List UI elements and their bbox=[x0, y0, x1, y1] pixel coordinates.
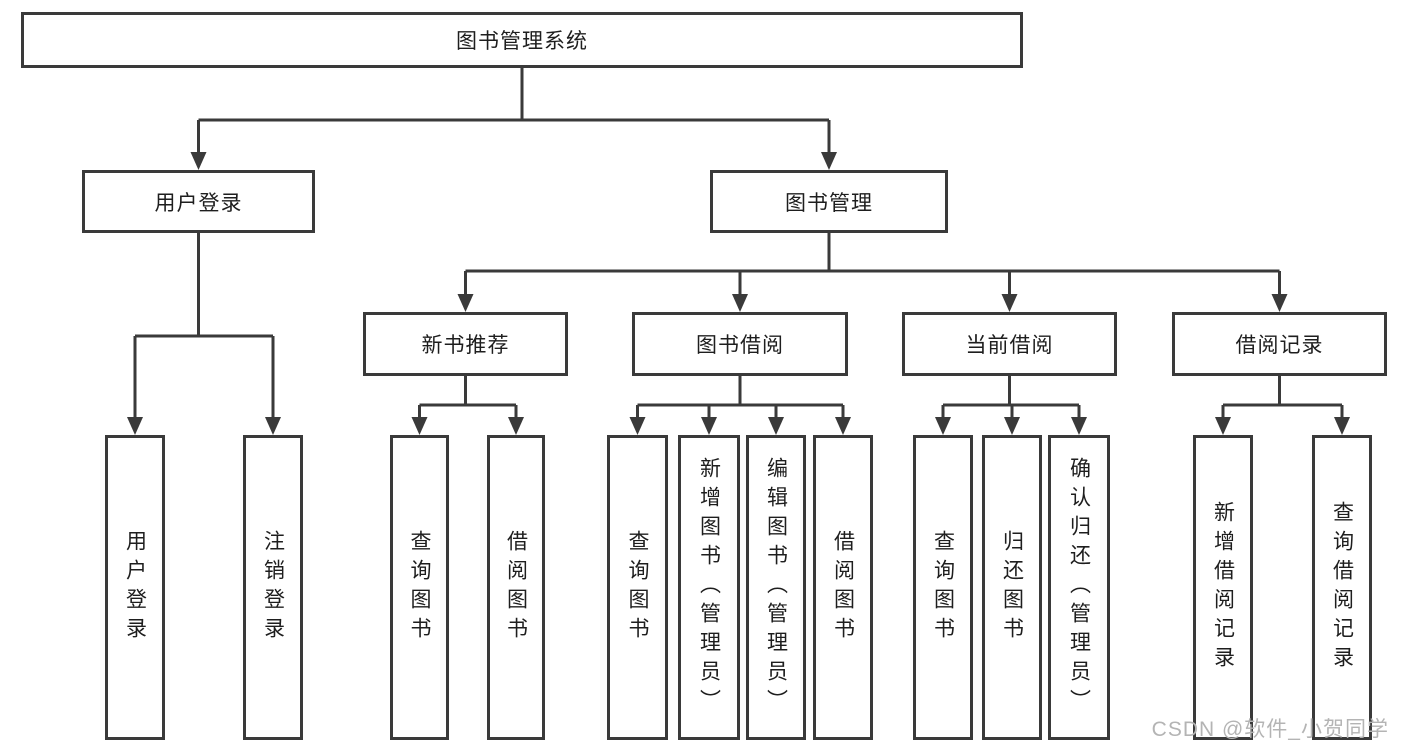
arrowhead bbox=[411, 417, 428, 435]
node-label: 新书推荐 bbox=[421, 334, 510, 357]
node-label: 查询图书 bbox=[931, 529, 955, 646]
node-label: 新增借阅记录 bbox=[1211, 500, 1235, 675]
arrowhead bbox=[732, 294, 748, 312]
node-nr-borrow: 借阅图书 bbox=[487, 435, 545, 740]
arrowhead bbox=[508, 417, 524, 435]
arrowhead bbox=[701, 417, 717, 435]
arrowhead bbox=[1071, 417, 1087, 435]
arrowhead bbox=[821, 152, 837, 170]
arrowhead bbox=[1334, 417, 1350, 435]
node-label: 确认归还（管理员） bbox=[1067, 457, 1091, 718]
node-b-borrow: 借阅图书 bbox=[813, 435, 873, 740]
node-label: 查询图书 bbox=[626, 529, 650, 646]
arrowhead bbox=[629, 417, 646, 435]
node-r-add: 新增借阅记录 bbox=[1193, 435, 1253, 740]
node-r-query: 查询借阅记录 bbox=[1312, 435, 1372, 740]
node-label: 查询借阅记录 bbox=[1330, 500, 1354, 675]
node-book-mgmt: 图书管理 bbox=[710, 170, 948, 233]
node-leaf-user-login: 用户登录 bbox=[105, 435, 165, 740]
node-b-edit: 编辑图书（管理员） bbox=[746, 435, 806, 740]
node-label: 编辑图书（管理员） bbox=[764, 457, 788, 718]
node-c-return: 归还图书 bbox=[982, 435, 1042, 740]
node-current: 当前借阅 bbox=[902, 312, 1117, 376]
node-label: 图书借阅 bbox=[696, 334, 784, 357]
node-c-confirm: 确认归还（管理员） bbox=[1048, 435, 1110, 740]
arrowhead bbox=[835, 417, 851, 435]
node-label: 借阅图书 bbox=[831, 529, 855, 646]
arrowhead bbox=[127, 417, 143, 435]
node-label: 新增图书（管理员） bbox=[697, 457, 721, 718]
node-borrow: 图书借阅 bbox=[632, 312, 848, 376]
arrowhead bbox=[1215, 417, 1231, 435]
node-label: 当前借阅 bbox=[965, 334, 1054, 357]
node-label: 用户登录 bbox=[123, 529, 147, 646]
arrowhead bbox=[1271, 294, 1288, 312]
node-b-query: 查询图书 bbox=[607, 435, 668, 740]
node-nr-query: 查询图书 bbox=[390, 435, 449, 740]
node-leaf-logout: 注销登录 bbox=[243, 435, 303, 740]
arrowhead bbox=[1004, 417, 1020, 435]
node-root: 图书管理系统 bbox=[21, 12, 1023, 68]
node-label: 图书管理系统 bbox=[456, 30, 588, 53]
arrowhead bbox=[265, 417, 281, 435]
arrowhead bbox=[1001, 294, 1018, 312]
node-label: 查询图书 bbox=[408, 529, 432, 646]
node-label: 借阅图书 bbox=[504, 529, 528, 646]
node-records: 借阅记录 bbox=[1172, 312, 1387, 376]
node-label: 图书管理 bbox=[785, 191, 873, 215]
arrowhead bbox=[457, 294, 474, 312]
arrowhead bbox=[190, 152, 207, 170]
node-label: 注销登录 bbox=[261, 529, 285, 646]
node-b-add: 新增图书（管理员） bbox=[678, 435, 740, 740]
node-user-login: 用户登录 bbox=[82, 170, 315, 233]
node-label: 用户登录 bbox=[154, 191, 243, 215]
node-label: 归还图书 bbox=[1000, 529, 1024, 646]
node-new-rec: 新书推荐 bbox=[363, 312, 568, 376]
watermark: CSDN @软件_小贺同学 bbox=[1151, 718, 1389, 741]
arrowhead bbox=[935, 417, 951, 435]
arrowhead bbox=[768, 417, 784, 435]
node-label: 借阅记录 bbox=[1235, 334, 1324, 357]
node-c-query: 查询图书 bbox=[913, 435, 973, 740]
